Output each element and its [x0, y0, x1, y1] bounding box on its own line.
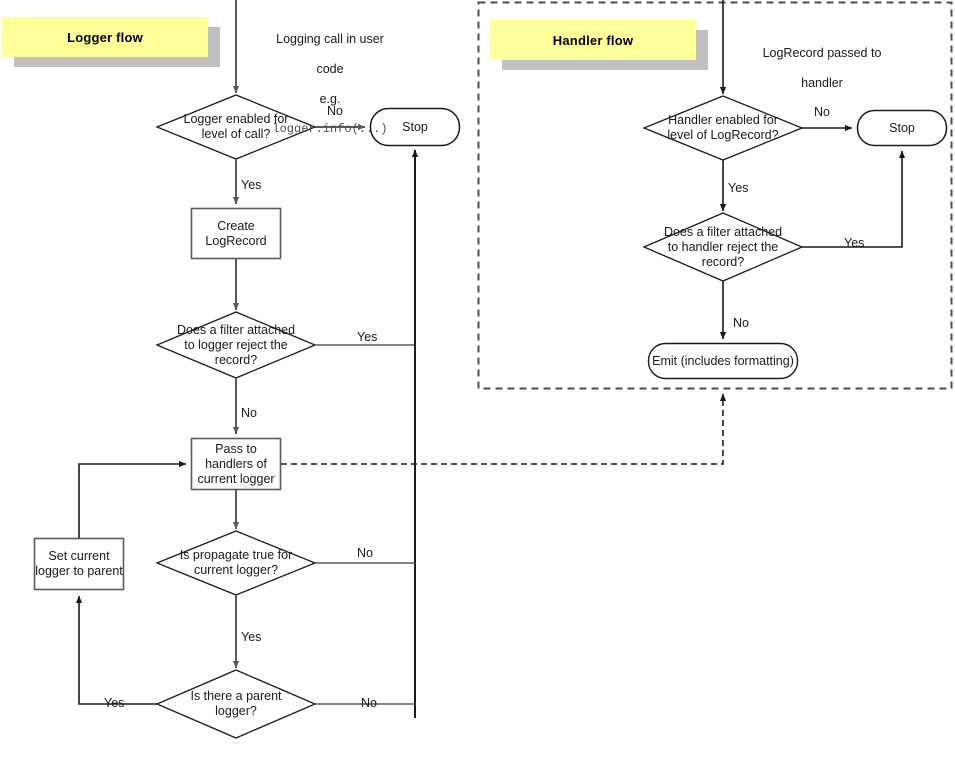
edge-label-handler-enabled-no: No	[814, 105, 830, 119]
handler-start-caption-line2: handler	[801, 76, 843, 90]
node-set-current-logger	[33, 537, 125, 591]
handler-flow-region	[477, 1, 953, 390]
edge-is-parent-yes	[75, 595, 157, 705]
edge-label-handler-enabled-yes: Yes	[728, 181, 749, 195]
node-emit	[647, 342, 799, 380]
edge-label-logger-filter-yes: Yes	[357, 330, 378, 344]
node-handler-filter	[642, 212, 804, 282]
edge-pass-to-handler-flow	[281, 393, 727, 465]
logger-flow-plaque: Logger flow	[2, 17, 208, 57]
node-logger-filter	[155, 311, 317, 379]
handler-flow-plaque: Handler flow	[490, 20, 696, 60]
logger-start-caption: Logging call in user code e.g. logger.in…	[240, 17, 420, 152]
edge-label-is-parent-yes: Yes	[104, 696, 125, 710]
edge-label-logger-filter-no: No	[241, 406, 257, 420]
edge-label-is-propagate-yes: Yes	[241, 630, 262, 644]
logger-start-caption-code: logger.info(...)	[272, 122, 388, 136]
node-is-parent	[155, 669, 317, 739]
edge-set-logger-to-pass	[78, 460, 187, 538]
logger-start-caption-line3: e.g.	[319, 92, 341, 106]
node-pass-to-handlers	[190, 437, 282, 491]
edge-handler-filter-yes	[802, 150, 906, 248]
logger-start-caption-line1: Logging call in user	[276, 32, 384, 46]
edge-label-is-parent-no: No	[361, 696, 377, 710]
edge-label-logger-enabled-yes: Yes	[241, 178, 262, 192]
handler-start-caption: LogRecord passed to handler	[727, 31, 917, 106]
node-create-logrecord	[190, 207, 282, 260]
logger-start-caption-line2: code	[316, 62, 344, 76]
node-is-propagate	[155, 530, 317, 596]
edge-label-handler-filter-yes: Yes	[844, 236, 865, 250]
node-stop-handler	[856, 109, 948, 147]
edge-label-handler-filter-no: No	[733, 316, 749, 330]
edge-label-is-propagate-no: No	[357, 546, 373, 560]
handler-start-caption-line1: LogRecord passed to	[762, 46, 882, 60]
node-stop-logger	[369, 107, 461, 147]
edge-label-logger-enabled-no: No	[327, 104, 343, 118]
